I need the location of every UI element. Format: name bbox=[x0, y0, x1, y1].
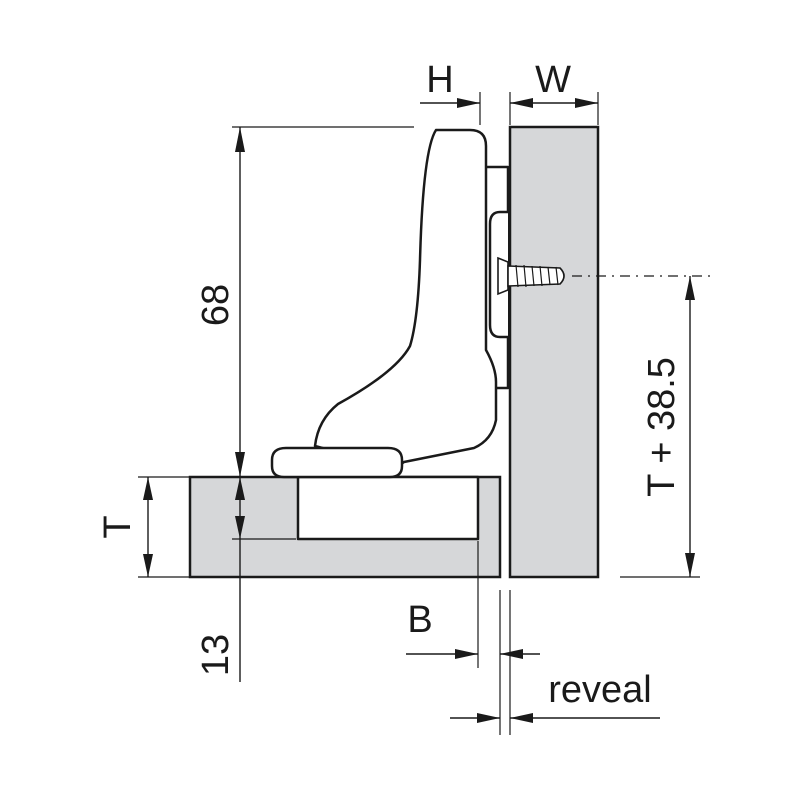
dimension-t-plus-38-5 bbox=[620, 276, 700, 578]
hinge-cup-flange bbox=[270, 446, 404, 479]
cabinet-side-panel bbox=[508, 125, 600, 579]
screw-icon bbox=[497, 256, 565, 296]
label-reveal: reveal bbox=[548, 669, 652, 711]
dimension-w bbox=[509, 92, 599, 125]
hinge-arm bbox=[313, 128, 498, 470]
label-t-plus-38-5: T + 38.5 bbox=[641, 357, 683, 497]
label-h: H bbox=[426, 59, 453, 101]
label-t-left: T bbox=[97, 515, 139, 538]
dimension-reveal bbox=[450, 590, 660, 735]
label-13: 13 bbox=[195, 634, 237, 676]
dimension-68 bbox=[232, 126, 414, 477]
dimension-b bbox=[406, 541, 540, 735]
dimension-t-left bbox=[138, 476, 190, 578]
dimension-13 bbox=[232, 477, 296, 682]
hinge-cup-recess bbox=[296, 475, 480, 541]
label-w: W bbox=[535, 59, 571, 101]
label-b: B bbox=[407, 599, 432, 641]
label-68: 68 bbox=[195, 284, 237, 326]
dimension-h bbox=[420, 92, 481, 125]
